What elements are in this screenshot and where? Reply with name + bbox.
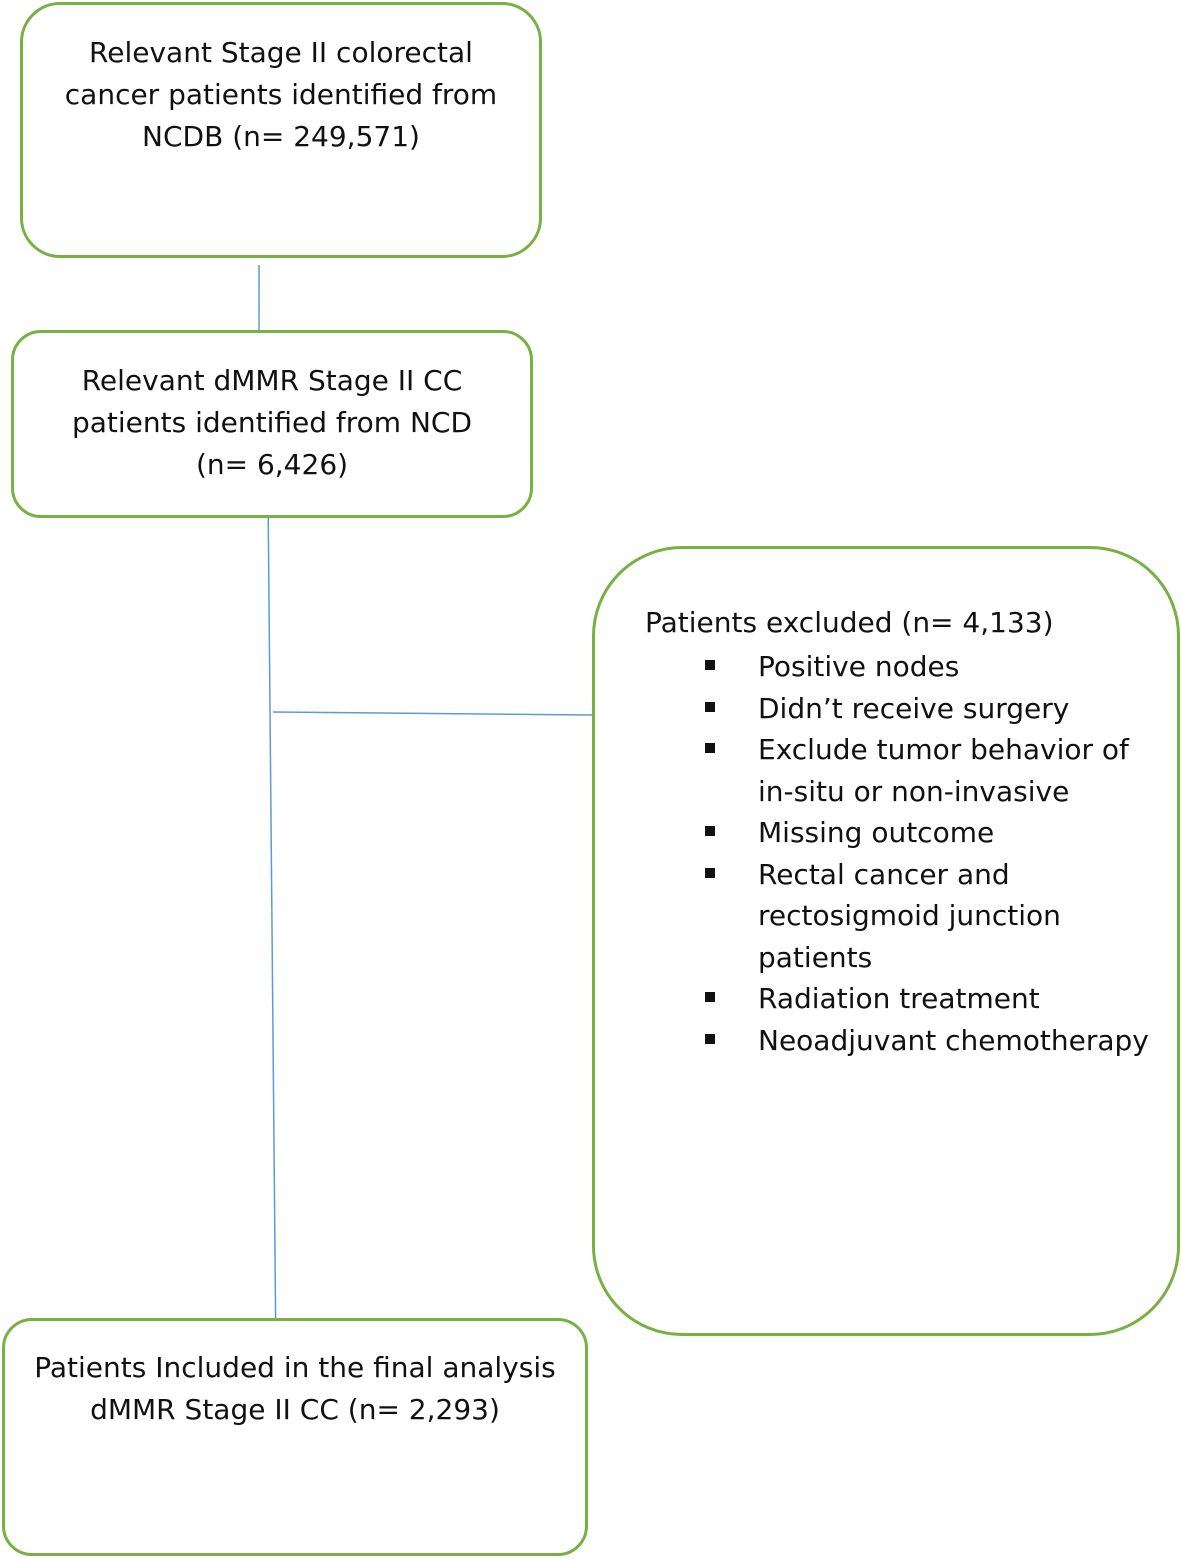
- exclusion-item-text: Exclude tumor behavior of in-situ or non…: [758, 733, 1129, 808]
- exclusion-item-text: Rectal cancer and rectosigmoid junction …: [758, 857, 1061, 974]
- final-analysis-text: Patients Included in the final analysis …: [5, 1321, 585, 1431]
- exclusion-item: Didn’t receive surgery: [703, 688, 1173, 730]
- initial-cohort-box: Relevant Stage II colorectal cancer pati…: [20, 2, 542, 258]
- dmmr-cohort-line-1: Relevant dMMR Stage II CC: [81, 364, 463, 397]
- connector-to-excluded: [272, 711, 593, 716]
- excluded-title: Patients excluded (n= 4,133): [645, 606, 1054, 639]
- excluded-patients-box: Patients excluded (n= 4,133) Positive no…: [592, 546, 1180, 1336]
- exclusion-item-text: Didn’t receive surgery: [758, 691, 1070, 725]
- exclusion-item: Radiation treatment: [703, 978, 1173, 1020]
- exclusion-item-text: Missing outcome: [758, 816, 995, 849]
- initial-cohort-line-1: Relevant Stage II colorectal: [89, 36, 473, 69]
- exclusion-item-text: Positive nodes: [758, 650, 960, 683]
- exclusion-item: Positive nodes: [703, 646, 1173, 688]
- initial-cohort-text: Relevant Stage II colorectal cancer pati…: [23, 5, 539, 158]
- final-analysis-line-1: Patients Included in the final analysis: [34, 1351, 556, 1384]
- connector-box2-to-final: [267, 491, 277, 1363]
- square-bullet-icon: [705, 701, 715, 712]
- square-bullet-icon: [705, 826, 715, 836]
- dmmr-cohort-text: Relevant dMMR Stage II CC patients ident…: [14, 333, 530, 486]
- square-bullet-icon: [705, 660, 715, 670]
- initial-cohort-line-3: NCDB (n= 249,571): [142, 120, 420, 153]
- square-bullet-icon: [705, 867, 715, 878]
- exclusion-item-text: Neoadjuvant chemotherapy: [758, 1023, 1149, 1057]
- dmmr-cohort-line-3: (n= 6,426): [195, 448, 349, 481]
- final-analysis-line-2: dMMR Stage II CC (n= 2,293): [90, 1393, 500, 1426]
- exclusion-item: Rectal cancer and rectosigmoid junction …: [703, 854, 1173, 979]
- exclusion-item-text: Radiation treatment: [758, 982, 1040, 1015]
- exclusion-item: Neoadjuvant chemotherapy: [703, 1020, 1173, 1062]
- square-bullet-icon: [705, 1033, 715, 1044]
- exclusion-item: Exclude tumor behavior of in-situ or non…: [703, 729, 1173, 812]
- exclusion-criteria-list: Positive nodes Didn’t receive surgery Ex…: [703, 646, 1173, 1061]
- square-bullet-icon: [705, 743, 715, 753]
- square-bullet-icon: [705, 992, 715, 1002]
- dmmr-cohort-line-2: patients identified from NCD: [71, 406, 473, 439]
- initial-cohort-line-2: cancer patients identified from: [64, 78, 498, 111]
- dmmr-cohort-box: Relevant dMMR Stage II CC patients ident…: [11, 330, 533, 518]
- final-analysis-box: Patients Included in the final analysis …: [2, 1318, 588, 1556]
- exclusion-item: Missing outcome: [703, 812, 1173, 854]
